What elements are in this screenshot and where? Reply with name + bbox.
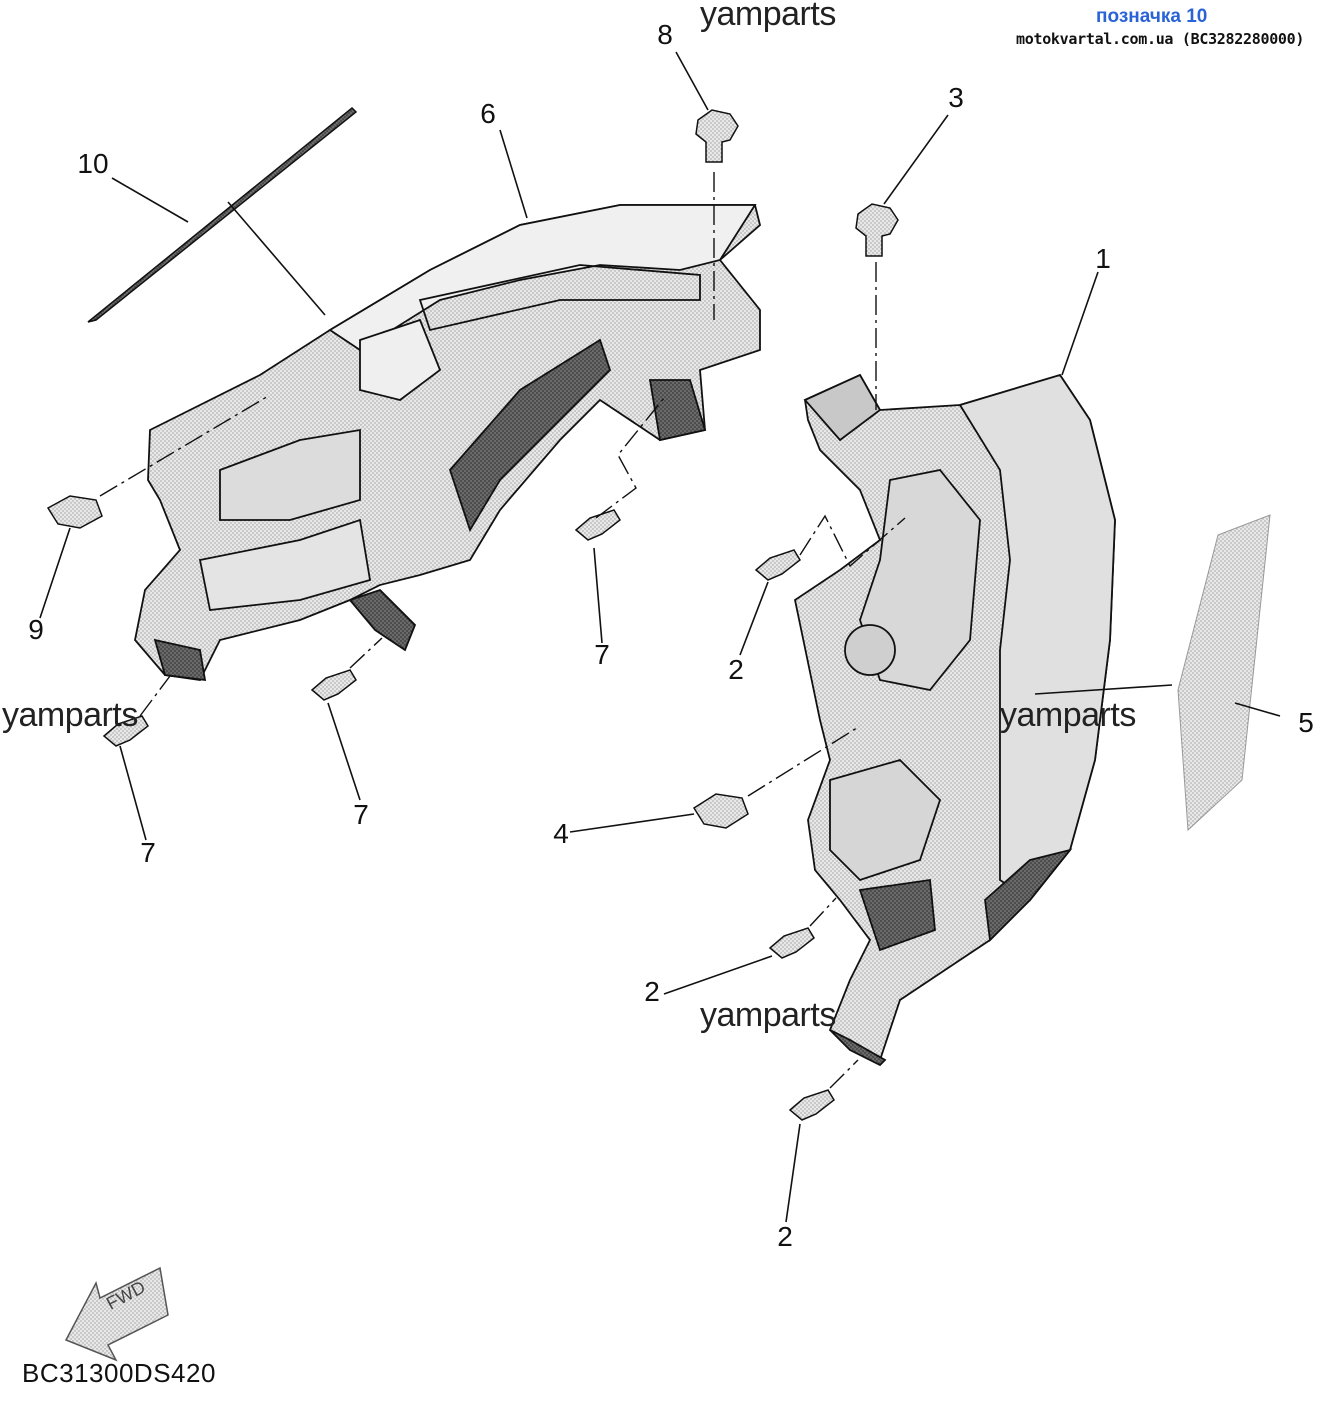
- callout-3: 3: [948, 82, 964, 113]
- badge-link[interactable]: позначка 10: [1096, 6, 1208, 27]
- callout-7a: 7: [594, 639, 610, 670]
- assembly-lines: [99, 172, 906, 1089]
- part-1-right-cover: [793, 373, 1116, 1067]
- part-6-left-cover: [134, 204, 762, 682]
- callout-2b: 2: [644, 976, 660, 1007]
- part-3-bolt: [855, 203, 899, 257]
- part-5-pad: [1177, 514, 1271, 832]
- part-7-clip-a: [574, 509, 621, 541]
- part-7-clip-b: [310, 669, 357, 701]
- watermark-bottom: yamparts: [700, 996, 836, 1034]
- watermark-top: yamparts: [700, 0, 836, 33]
- part-4-nut: [692, 793, 749, 829]
- part-2-clip-a: [754, 549, 801, 581]
- part-2-clip-b: [768, 927, 815, 959]
- part-7-clip-c: [102, 715, 149, 747]
- callout-8: 8: [657, 19, 673, 50]
- callout-6: 6: [480, 98, 496, 129]
- callout-10: 10: [77, 148, 109, 179]
- watermark-left: yamparts: [2, 696, 138, 734]
- callout-2c: 2: [777, 1221, 793, 1252]
- leader-lines: [39, 51, 1281, 1223]
- part-10-strip: [87, 106, 358, 323]
- part-8-bolt: [695, 109, 739, 163]
- callout-4: 4: [553, 818, 569, 849]
- fwd-arrow-icon: [64, 1266, 169, 1362]
- watermark-right: yamparts: [1000, 696, 1136, 734]
- callout-9: 9: [28, 614, 44, 645]
- part-9-nut: [46, 495, 103, 529]
- badge-source: motokvartal.com.ua (BC3282280000): [1016, 30, 1305, 48]
- callout-7b: 7: [353, 799, 369, 830]
- diagram-code: BC31300DS420: [22, 1358, 216, 1388]
- callout-2a: 2: [728, 654, 744, 685]
- callout-7c: 7: [140, 837, 156, 868]
- part-2-clip-c: [788, 1089, 835, 1121]
- callout-5: 5: [1298, 707, 1314, 738]
- callout-1: 1: [1095, 243, 1111, 274]
